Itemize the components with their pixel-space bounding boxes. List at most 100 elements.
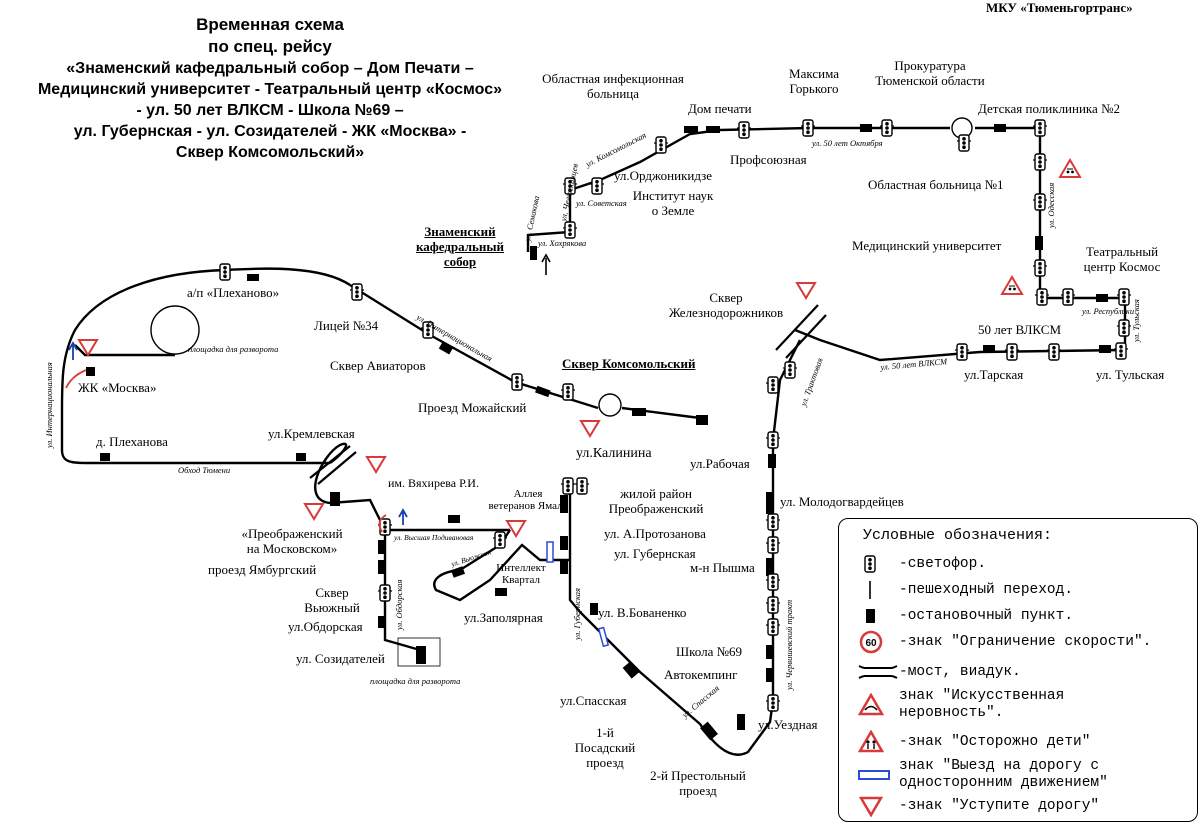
stop-label-proezd-mozhaisky: Проезд Можайский — [418, 400, 527, 415]
legend-label: -остановочный пункт. — [899, 607, 1074, 624]
stop-label-plekhanovo: а/п «Плеханово» — [187, 285, 280, 300]
stop-label-molodogvardeytsev: ул. Молодогвардейцев — [780, 494, 904, 509]
stop-label-shkola69: Школа №69 — [676, 644, 743, 659]
stop-label-protozanova: ул. А.Протозанова — [604, 526, 706, 541]
traffic-light-icon — [857, 552, 899, 576]
stop-label-detskaya-poliklinika: Детская поликлиника №2 — [978, 101, 1120, 116]
street-respubliki: ул. Республики — [1082, 306, 1135, 316]
legend-header: Условные обозначения: — [863, 527, 1053, 544]
stop-label-oblastnaya-bolnitsa: Областная больница №1 — [868, 177, 1004, 192]
stop-label-znamensky: Знаменский кафедральный собор — [415, 224, 505, 269]
stop-label-liceum: Лицей №34 — [314, 318, 379, 333]
title-line-5: - ул. 50 лет ВЛКСМ - Школа №69 – — [136, 102, 404, 119]
stop-label-skver-aviatorov: Сквер Авиаторов — [330, 358, 426, 373]
stop-label-rabochaya: ул.Рабочая — [690, 456, 750, 471]
stop-label-spasskaya: ул.Спасская — [560, 693, 627, 708]
stop-label-skver-komsomolsky: Сквер Комсомольский — [562, 356, 696, 371]
legend-label: -знак "Осторожно дети" — [899, 733, 1091, 750]
legend-item-yield: -знак "Уступите дорогу" — [857, 793, 1099, 819]
legend-label: знак "Искусственная неровность". — [899, 688, 1065, 721]
note-turnaround-2: площадка для разворота — [370, 676, 461, 686]
speed-limit-icon: 60 — [857, 630, 899, 654]
stop-label-zhk-moskva: ЖК «Москва» — [78, 380, 157, 395]
stop-label-profsoyuznaya: Профсоюзная — [730, 152, 807, 167]
street-gubernskaya: ул. Губернская — [572, 588, 582, 640]
stop-label-skver-vyuzhny: Сквер Вьюжный — [304, 585, 360, 615]
stop-label-vlksm50: 50 лет ВЛКСМ — [978, 322, 1062, 337]
stop-label-uezdnaya: ул.Уездная — [758, 717, 818, 732]
legend-label: -мост, виадук. — [899, 663, 1021, 680]
legend-item-bridge: -мост, виадук. — [857, 659, 1021, 685]
legend-label: -знак "Ограничение скорости". — [899, 633, 1152, 650]
legend-box: Условные обозначения: -светофор. -пешехо… — [838, 518, 1198, 822]
legend-item-crossing: -пешеходный переход. — [857, 577, 1073, 603]
speed-bump-sign-icon — [857, 692, 899, 717]
street-obdorskaya: ул. Обдорская — [394, 579, 404, 630]
organization-name: МКУ «Тюменьгортранс» — [986, 0, 1133, 15]
title-line-1: Временная схема — [196, 15, 344, 34]
legend-item-children: -знак "Осторожно дети" — [857, 729, 1090, 755]
stop-label-pyshma: м-н Пышма — [690, 560, 755, 575]
legend-item-bus-stop: -остановочный пункт. — [857, 603, 1073, 629]
stop-label-teatralny: Театральный центр Космос — [1083, 244, 1161, 274]
bridge-icons — [309, 304, 827, 485]
title-line-3: «Знаменский кафедральный собор – Дом Печ… — [66, 60, 474, 77]
bus-stop-icon — [857, 604, 899, 628]
street-khokhryakova: ул. Хохрякова — [538, 238, 587, 248]
street-internatsionalnaya-left: ул. Интернациональная — [44, 362, 54, 448]
stop-label-vyakhireva: им. Вяхирева Р.И. — [388, 476, 479, 490]
ring-komsomolsky — [598, 393, 622, 417]
one-way-exit-sign-icon — [857, 763, 899, 787]
street-chervishevsky: ул. Червишевский тракт — [784, 599, 794, 690]
stop-label-dom-pechati: Дом печати — [688, 101, 752, 116]
note-turnaround-1: площадка для разворота — [188, 344, 279, 354]
legend-label: знак "Выезд на дорогу с односторонним дв… — [899, 758, 1108, 791]
stop-label-alleya: Аллея ветеранов Ямала — [488, 488, 568, 512]
stop-label-med-university: Медицинский университет — [852, 238, 1002, 253]
stop-label-d-plekhanova: д. Плеханова — [96, 434, 168, 449]
title-line-7: Сквер Комсомольский» — [175, 144, 365, 161]
stop-label-preobrazhensky: «Преображенский на Московском» — [241, 526, 343, 556]
street-sovetskaya: ул. Советская — [576, 198, 627, 208]
direction-arrows — [65, 253, 610, 648]
stop-label-avtokemping: Автокемпинг — [664, 667, 738, 682]
legend-label: -знак "Уступите дорогу" — [899, 797, 1100, 814]
stop-label-bovanenko: ул. В.Бованенко — [598, 605, 687, 620]
legend-label: -светофор. — [899, 555, 987, 572]
map-title: Временная схема по спец. рейсу «Знаменск… — [0, 14, 540, 163]
stop-label-skver-zheleznodorozhnikov: Сквер Железнодорожников — [668, 290, 784, 320]
stop-label-tarskaya: ул.Тарская — [964, 367, 1024, 382]
legend-item-traffic-light: -светофор. — [857, 551, 986, 577]
turnaround-circle — [150, 305, 200, 355]
street-oktyabrya50: ул. 50 лет Октября — [812, 138, 883, 148]
stop-label-prestolny: 2-й Престольный проезд — [650, 768, 746, 798]
stop-label-ordzhonikidze: ул.Орджоникидзе — [614, 168, 713, 183]
turnaround-pad — [397, 637, 441, 667]
stop-label-obdorskaya: ул.Обдорская — [288, 619, 363, 634]
title-line-6: ул. Губернская - ул. Созидателей - ЖК «М… — [73, 123, 467, 140]
stop-label-intellekt: Интеллект Квартал — [496, 562, 546, 586]
bus-stops — [86, 124, 1111, 741]
title-line-4: Медицинский университет - Театральный це… — [37, 81, 503, 98]
stop-label-sozidateley: ул. Созидателей — [296, 651, 385, 666]
stop-label-zapolyarnaya: ул.Заполярная — [464, 610, 543, 625]
street-odesskaya: ул. Одесская — [1046, 182, 1056, 228]
legend-item-one-way: знак "Выезд на дорогу с односторонним дв… — [857, 755, 1108, 795]
stop-label-infection-hospital: Областная инфекционная больница — [542, 71, 684, 101]
bridge-icon — [857, 660, 899, 684]
legend-item-speed-limit: 60 -знак "Ограничение скорости". — [857, 629, 1151, 655]
stop-label-maksima-gorkogo: Максима Горького — [789, 66, 839, 96]
legend-label: -пешеходный переход. — [899, 581, 1074, 598]
stop-label-kalinina: ул.Калинина — [576, 446, 652, 461]
stop-label-zhiloy-rayon: жилой район Преображенский — [608, 486, 704, 516]
street-vysshaya-podivanova: ул. Высшая Подивановая — [394, 533, 474, 542]
pedestrian-crossing-icon — [857, 578, 899, 602]
children-sign-icon — [857, 729, 899, 754]
speed-limit-value: 60 — [865, 638, 877, 649]
yield-sign-icon — [857, 794, 899, 818]
stop-label-prokuratura: Прокуратура Тюменской области — [875, 58, 985, 88]
stop-label-gubernskaya: ул. Губернская — [614, 546, 696, 561]
stop-label-tulskaya: ул. Тульская — [1096, 367, 1165, 382]
street-obkhod: Обход Тюмени — [178, 465, 231, 475]
